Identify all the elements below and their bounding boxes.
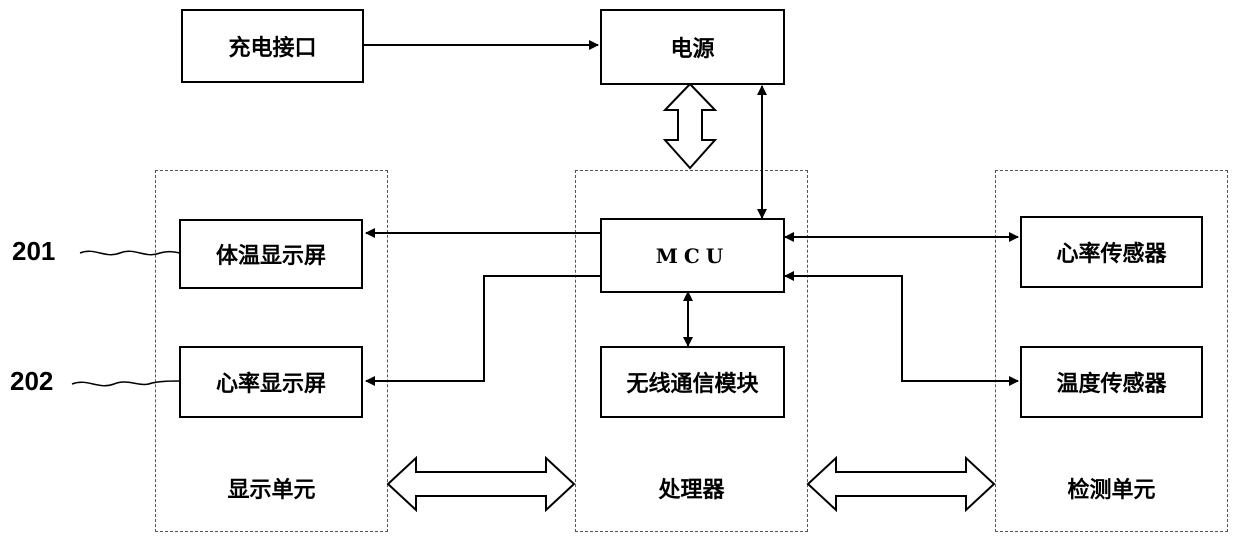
- temperature-sensor-block: 温度传感器: [1020, 346, 1203, 418]
- charging-port-block: 充电接口: [181, 9, 364, 83]
- power-processor-bus-arrow: [665, 84, 715, 168]
- display-processor-bus-arrow: [388, 458, 574, 510]
- leader-line-202: [72, 381, 180, 386]
- processor-detection-bus-arrow: [808, 458, 994, 510]
- heart-rate-sensor-block: 心率传感器: [1020, 216, 1203, 288]
- leader-line-201: [80, 251, 180, 254]
- display-unit-label: 显示单元: [155, 472, 388, 504]
- temperature-sensor-label: 温度传感器: [1056, 366, 1166, 398]
- body-temp-display-block: 体温显示屏: [179, 219, 363, 289]
- mcu-to-heart-rate-display-arrow: [366, 276, 600, 381]
- mcu-label: MCU: [656, 244, 730, 268]
- charging-port-label: 充电接口: [228, 30, 316, 62]
- heart-rate-sensor-label: 心率传感器: [1056, 236, 1166, 268]
- processor-label: 处理器: [575, 472, 808, 504]
- heart-rate-display-block: 心率显示屏: [179, 346, 363, 418]
- ref-numeral-202: 202: [10, 366, 53, 397]
- power-supply-label: 电源: [670, 31, 714, 63]
- body-temp-display-label: 体温显示屏: [216, 238, 326, 270]
- wireless-module-block: 无线通信模块: [600, 346, 785, 418]
- mcu-block: MCU: [600, 218, 785, 293]
- detection-unit-label: 检测单元: [995, 472, 1228, 504]
- ref-numeral-201: 201: [12, 236, 55, 267]
- power-supply-block: 电源: [600, 9, 785, 85]
- heart-rate-display-label: 心率显示屏: [216, 366, 326, 398]
- mcu-temp-sensor-link: [785, 276, 1018, 381]
- wireless-module-label: 无线通信模块: [626, 366, 758, 398]
